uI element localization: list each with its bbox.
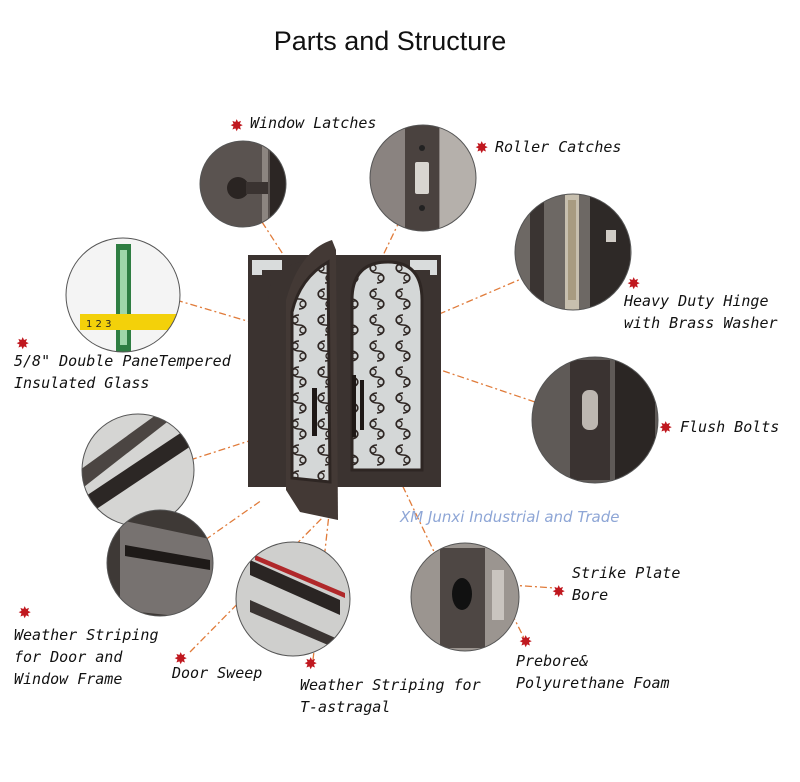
star-marker-icon: ✸: [174, 649, 188, 668]
detail-strike-plate: [410, 542, 520, 652]
label-weather-frame-line2: for Door and: [14, 648, 123, 666]
detail-door-sweep: [235, 541, 351, 657]
label-door-sweep: Door Sweep: [172, 664, 263, 682]
star-marker-icon: ✸: [18, 603, 32, 622]
label-weather-frame-line1: Weather Striping: [14, 626, 159, 644]
watermark-text: XM Junxi Industrial and Trade: [400, 508, 620, 526]
label-glass-line1: 5/8" Double PaneTempered: [14, 352, 231, 370]
label-window-latches: Window Latches: [250, 114, 377, 132]
star-marker-icon: ✸: [659, 418, 673, 437]
star-marker-icon: ✸: [552, 582, 566, 601]
label-hinge-line2: with Brass Washer: [624, 314, 778, 332]
label-glass-line2: Insulated Glass: [14, 374, 150, 392]
detail-heavy-duty-hinge: [514, 193, 632, 311]
label-hinge-line1: Heavy Duty Hinge: [624, 292, 769, 310]
page-title: Parts and Structure: [273, 26, 507, 56]
star-marker-icon: ✸: [627, 274, 641, 293]
svg-text:1 2 3: 1 2 3: [86, 319, 111, 330]
label-prebore-line1: Prebore&: [516, 652, 589, 670]
label-weather-frame-line3: Window Frame: [14, 670, 123, 688]
detail-weather-striping-window: [106, 509, 214, 617]
star-marker-icon: ✸: [230, 116, 244, 135]
detail-window-latches: [199, 140, 287, 228]
label-weather-t-line1: Weather Striping for: [300, 676, 481, 694]
label-roller-catches: Roller Catches: [495, 138, 622, 156]
iron-double-door: [248, 240, 441, 520]
star-marker-icon: ✸: [475, 138, 489, 157]
label-weather-t-line2: T-astragal: [300, 698, 391, 716]
detail-flush-bolts: [531, 356, 659, 484]
star-marker-icon: ✸: [519, 632, 533, 651]
star-marker-icon: ✸: [16, 334, 30, 353]
detail-weather-striping-frame: [81, 413, 195, 527]
detail-roller-catches: [369, 124, 477, 232]
star-marker-icon: ✸: [304, 654, 318, 673]
label-strike-plate-line2: Bore: [572, 586, 609, 604]
label-strike-plate-line1: Strike Plate: [572, 564, 681, 582]
detail-insulated-glass: 1 2 3: [65, 237, 181, 353]
label-prebore-line2: Polyurethane Foam: [516, 674, 670, 692]
label-flush-bolts: Flush Bolts: [680, 418, 780, 436]
